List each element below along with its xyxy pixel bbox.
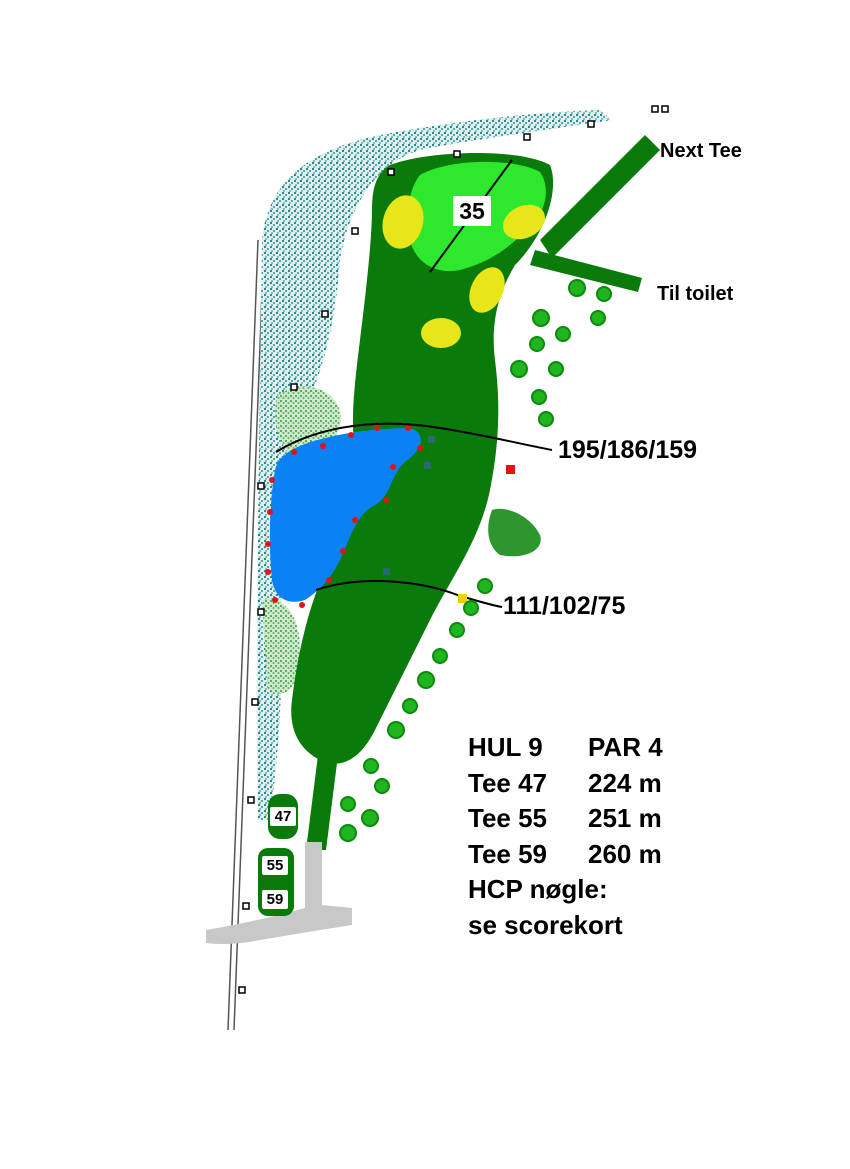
bunker — [469, 267, 505, 313]
cart-path — [206, 842, 352, 944]
hcp-line-1: HCP nøgle: — [468, 874, 608, 904]
tee-length: 260 m — [588, 838, 662, 869]
toilet-label: Til toilet — [657, 283, 734, 305]
par-value: PAR 4 — [588, 732, 663, 762]
path-next-tee — [540, 135, 660, 258]
next-tee-label: Next Tee — [660, 140, 742, 162]
oob-posts — [238, 105, 669, 994]
distance-arc-upper — [275, 422, 553, 453]
bunker — [382, 195, 424, 249]
bunker — [502, 204, 546, 240]
distance-arc-lower — [315, 580, 503, 608]
tee-row: Tee 55 251 m — [468, 801, 663, 837]
hole-par-row: HUL 9 PAR 4 — [468, 730, 663, 766]
red-marker — [506, 465, 515, 474]
shrub-area — [488, 508, 541, 557]
hole-number: HUL 9 — [468, 732, 543, 762]
tee-row: Tee 59 260 m — [468, 837, 663, 873]
tee-name: Tee 47 — [468, 767, 548, 798]
rough-area — [256, 110, 612, 820]
path-toilet — [530, 250, 642, 292]
water-hazard — [269, 428, 421, 602]
tee-length: 224 m — [588, 767, 662, 798]
hole-info: HUL 9 PAR 4 Tee 47 224 m Tee 55 251 m Tee 5… — [468, 730, 663, 943]
boundary-line — [233, 239, 265, 1031]
sprinkler-marker — [424, 462, 431, 469]
hazard-stakes — [265, 425, 423, 608]
bunker — [421, 318, 461, 348]
tee-length: 251 m — [588, 803, 662, 833]
boundary-line — [227, 239, 259, 1031]
tee-name: Tee 59 — [468, 838, 548, 869]
distance-lower-label: 111/102/75 — [503, 592, 626, 620]
tee-name: Tee 55 — [468, 803, 548, 833]
shrub-area — [262, 599, 300, 694]
trees — [339, 279, 612, 842]
tee-path-fairway — [306, 755, 338, 850]
flag-number: 35 — [453, 196, 491, 226]
distance-upper-label: 195/186/159 — [558, 436, 698, 464]
tee-row: Tee 47 224 m — [468, 766, 663, 802]
yellow-marker — [458, 594, 467, 603]
hcp-line-2: se scorekort — [468, 909, 623, 940]
tee-label-47: 47 — [270, 807, 296, 826]
tee-label-59: 59 — [262, 890, 288, 909]
sprinkler-marker — [428, 436, 435, 443]
sprinkler-marker — [383, 568, 390, 575]
tee-label-55: 55 — [262, 856, 288, 875]
